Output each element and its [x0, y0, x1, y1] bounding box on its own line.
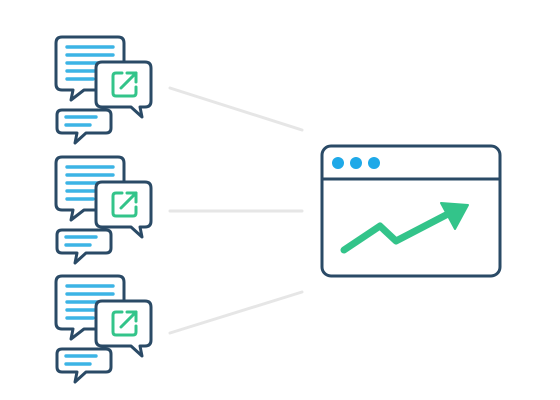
chat-bubbles-share-icon — [54, 35, 153, 145]
window-dot-1 — [332, 157, 344, 169]
trend-line — [340, 211, 450, 254]
browser-window-trend-up-icon — [320, 144, 502, 278]
connector-line-top — [168, 86, 304, 132]
trend-arrowhead — [440, 202, 469, 230]
connector-line-bottom — [168, 290, 304, 335]
connectors — [168, 86, 304, 335]
chat-bubbles-share-icon — [54, 155, 153, 265]
window-dot-3 — [368, 157, 380, 169]
chat-bubbles-share-icon — [54, 274, 153, 384]
window-dot-2 — [350, 157, 362, 169]
